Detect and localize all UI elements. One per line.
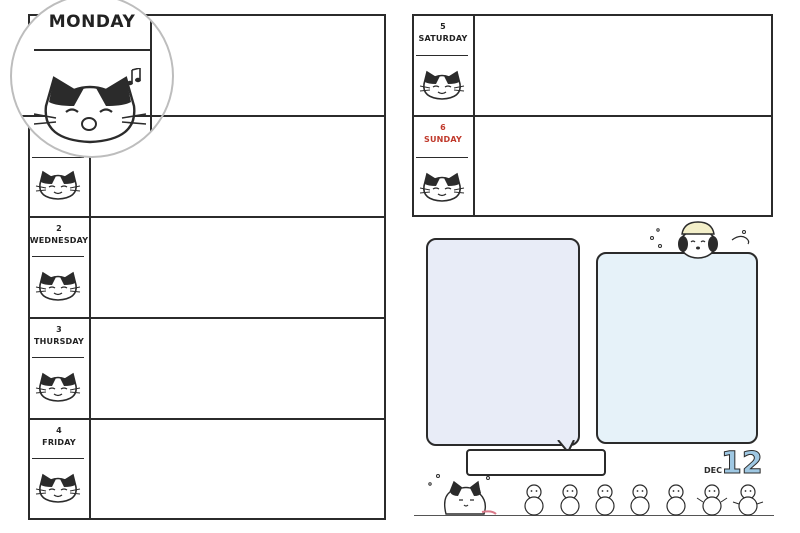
day-number: 5 [440, 22, 446, 31]
snowman-icon [524, 484, 758, 516]
frame-top [412, 14, 773, 16]
label-underline [32, 357, 84, 358]
zoom-magnifier: MONDAY [10, 0, 174, 158]
frame-bottom [28, 518, 386, 520]
singing-cat-icon [34, 68, 147, 144]
label-underline [32, 458, 84, 459]
month-number: 12 [721, 446, 764, 482]
day-number: 4 [56, 426, 62, 435]
row-divider [28, 115, 386, 117]
day-name: SUNDAY [423, 135, 462, 144]
day-name: WEDNESDAY [29, 236, 89, 245]
day-number: 3 [56, 325, 62, 334]
speech-bubble-small[interactable] [466, 449, 606, 476]
zoom-day-title: MONDAY [48, 12, 136, 32]
day-name: FRIDAY [42, 438, 76, 447]
lying-cat-icon [428, 474, 497, 515]
day-label-wednesday: 2 WEDNESDAY [28, 223, 90, 247]
day-label-thursday: 3 THURSDAY [28, 324, 90, 348]
day-number: 6 [440, 123, 446, 132]
label-underline [32, 256, 84, 257]
cat-face-icon [419, 70, 465, 100]
cat-face-icon [35, 170, 81, 200]
day-label-sunday: 6 SUNDAY [412, 122, 474, 146]
day-label-friday: 4 FRIDAY [28, 425, 90, 449]
zoom-column-line [150, 8, 152, 156]
day-label-saturday: 5 SATURDAY [412, 21, 474, 45]
label-underline [32, 157, 84, 158]
memo-box-right[interactable] [596, 252, 758, 444]
snowmen-row [524, 484, 764, 516]
zoom-underline [34, 49, 152, 51]
frame-left [28, 14, 30, 520]
day-name: THURSDAY [33, 337, 85, 346]
ground-line [414, 515, 774, 516]
row-divider [412, 115, 773, 117]
frame-bottom [412, 215, 773, 217]
cat-face-icon [35, 473, 81, 503]
dog-peeking-icon [650, 221, 750, 259]
frame-right [384, 14, 386, 520]
row-divider [28, 418, 386, 420]
label-column-divider [89, 14, 91, 520]
day-name: SATURDAY [418, 34, 468, 43]
label-underline [416, 55, 468, 56]
cat-face-icon [419, 172, 465, 202]
cat-face-icon [35, 372, 81, 402]
memo-box-left[interactable] [426, 238, 580, 446]
label-underline [416, 157, 468, 158]
cat-face-icon [35, 271, 81, 301]
frame-top [28, 14, 386, 16]
row-divider [28, 216, 386, 218]
month-label: DEC [704, 466, 722, 475]
day-number: 2 [56, 224, 62, 233]
row-divider [28, 317, 386, 319]
